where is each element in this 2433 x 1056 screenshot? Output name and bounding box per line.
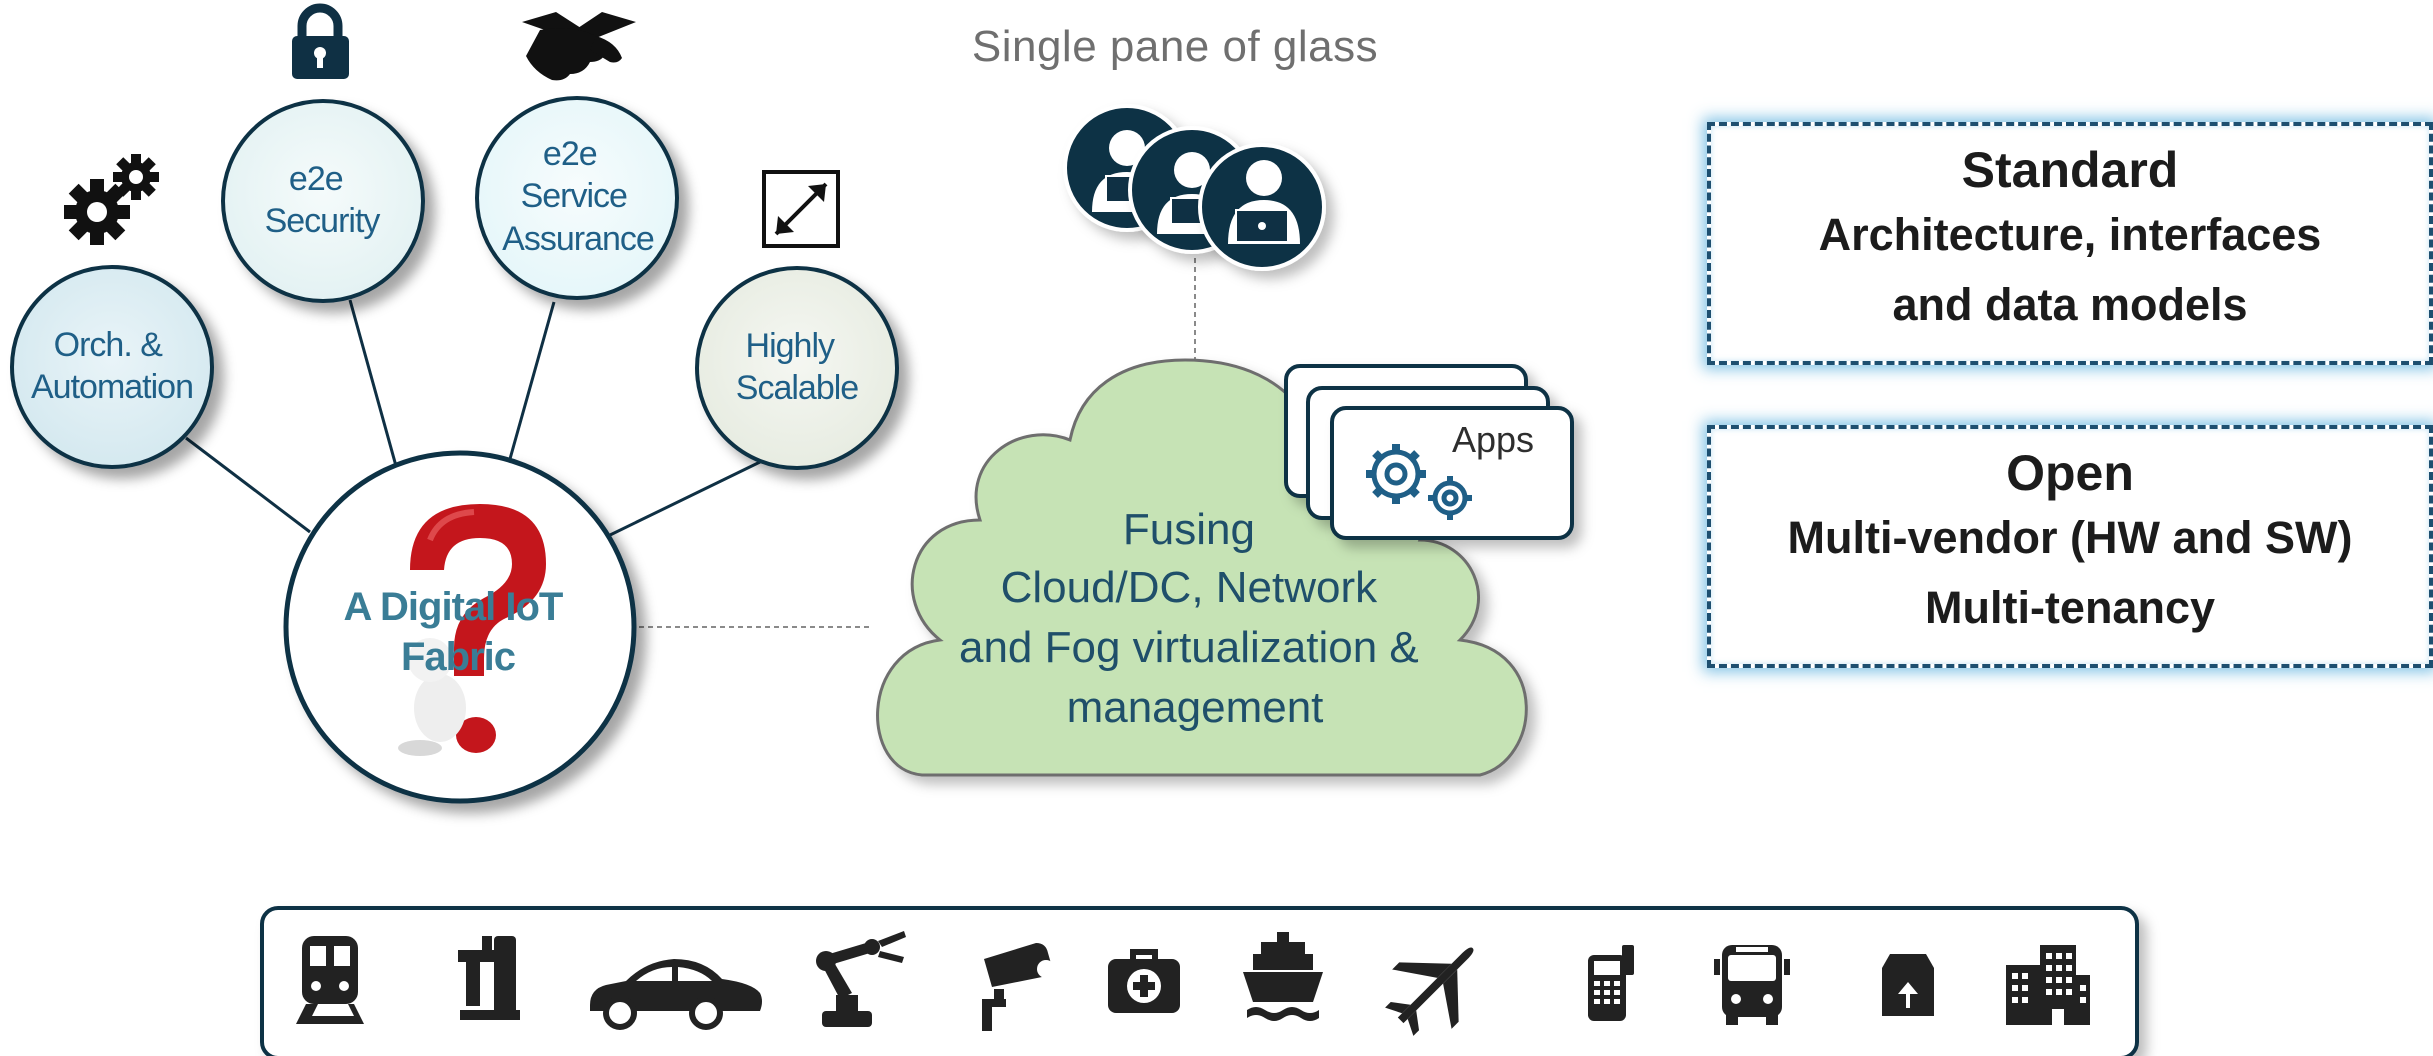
buildings-icon <box>2006 945 2090 1025</box>
cloud-text-line: and Fog virtualization & <box>959 623 1419 672</box>
medical-kit-icon <box>1108 949 1180 1013</box>
open-box: Open Multi-vendor (HW and SW) Multi-tena… <box>1707 425 2433 668</box>
cloud-text-line: Fusing <box>1123 505 1255 554</box>
attribute-label: e2e <box>543 135 597 173</box>
endpoints-panel <box>260 906 2139 1056</box>
svg-text:e2e Service Assura: e2e Service Assurance <box>502 135 654 258</box>
open-line: Multi-tenancy <box>1924 582 2216 633</box>
svg-text:A Digital IoT Fabric: A Digital IoT Fabric <box>344 585 573 679</box>
user-avatars <box>1063 104 1326 271</box>
app-gears-icon <box>1366 444 1472 520</box>
apps-stack: Apps <box>1284 364 1574 540</box>
car-icon <box>590 959 762 1030</box>
svg-text:Highly Scalable: Highly Scalable <box>736 327 859 407</box>
standard-line: and data models <box>1892 279 2248 330</box>
attribute-label: Service <box>521 177 627 215</box>
attribute-e2e-service-assurance: e2e Service Assurance <box>475 96 679 300</box>
industrial-machine-icon <box>458 936 520 1020</box>
center-title-line: Fabric <box>401 635 516 679</box>
airplane-icon <box>1385 947 1474 1036</box>
open-title: Open <box>2006 445 2134 501</box>
standard-title: Standard <box>1961 142 2179 198</box>
security-camera-icon <box>982 943 1055 1031</box>
bus-icon <box>1714 945 1790 1025</box>
cloud-text-line: management <box>1067 683 1324 732</box>
train-icon <box>296 936 364 1024</box>
attribute-e2e-security: e2e Security <box>221 99 425 303</box>
standard-box: Standard Architecture, interfaces and da… <box>1707 122 2433 365</box>
attribute-label: e2e <box>289 160 343 198</box>
lock-icon <box>292 3 349 79</box>
svg-text:e2e Security: e2e Security <box>265 160 381 240</box>
package-icon <box>1882 954 1934 1016</box>
resize-arrows-icon <box>762 170 840 248</box>
connector-lines <box>185 299 761 538</box>
ship-icon <box>1243 932 1323 1021</box>
attribute-highly-scalable: Highly Scalable <box>695 266 899 470</box>
open-line: Multi-vendor (HW and SW) <box>1787 512 2353 563</box>
single-pane-label: Single pane of glass <box>971 22 1379 71</box>
attribute-label: Assurance <box>502 220 654 258</box>
robot-arm-icon <box>816 931 906 1027</box>
attribute-label: Orch. & <box>54 326 164 364</box>
attribute-label: Security <box>265 202 381 240</box>
question-figure-icon <box>398 504 546 756</box>
attribute-label: Scalable <box>736 369 859 407</box>
payment-terminal-icon <box>1588 945 1634 1021</box>
svg-text:Orch. & Automation: Orch. & Automation <box>31 326 193 406</box>
cloud-text-line: Cloud/DC, Network <box>1001 563 1379 612</box>
handshake-icon <box>522 12 636 81</box>
attribute-orch-automation: Orch. & Automation <box>10 265 214 469</box>
user-icon <box>1198 143 1326 271</box>
standard-line: Architecture, interfaces <box>1818 209 2322 260</box>
svg-text:Fusing Cloud/DC, Network: Fusing Cloud/DC, Network and Fog virtual… <box>959 505 1431 732</box>
center-title-line: A Digital IoT <box>344 585 563 629</box>
attribute-label: Automation <box>31 368 193 406</box>
attribute-label: Highly <box>746 327 835 365</box>
gears-icon <box>64 154 159 245</box>
apps-label: Apps <box>1452 419 1534 460</box>
center-hub: A Digital IoT Fabric <box>283 450 637 804</box>
